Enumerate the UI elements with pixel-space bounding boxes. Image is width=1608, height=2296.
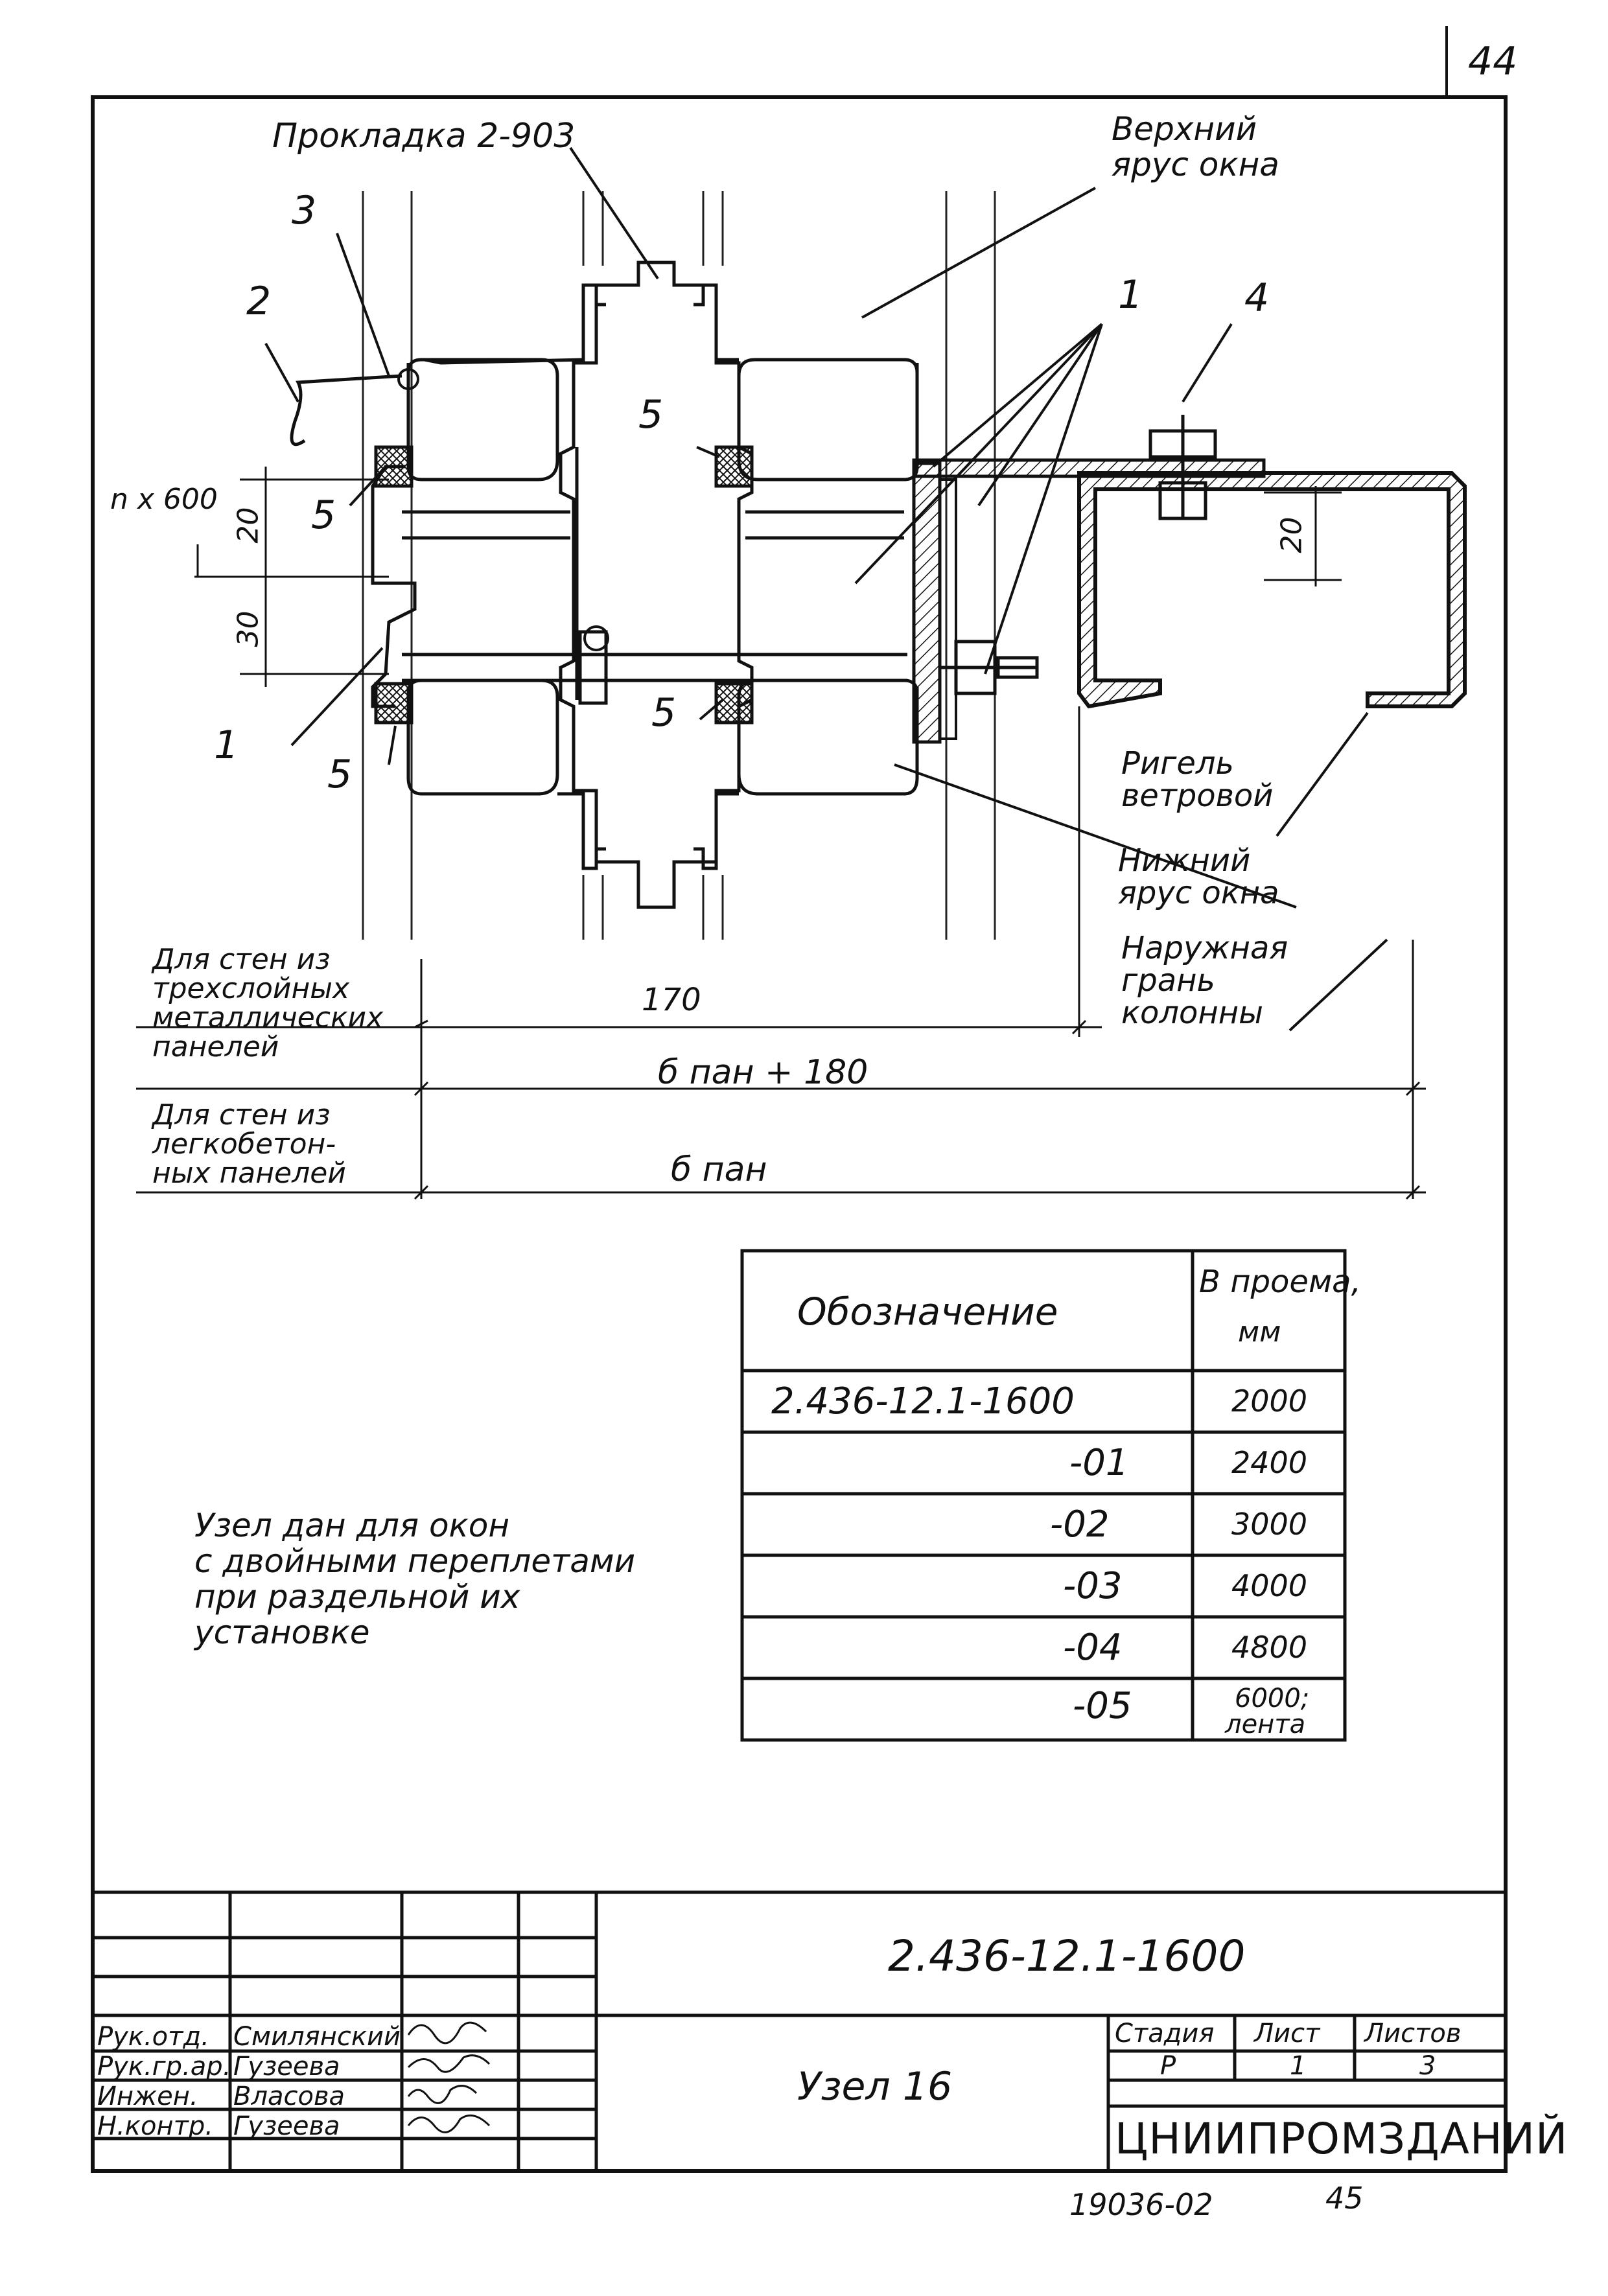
- hatched-plate: [912, 461, 942, 744]
- role-4: Н.контр.: [97, 2111, 213, 2141]
- sheets-header: Листов: [1364, 2019, 1462, 2048]
- walls-concrete-2: легкобетон-: [152, 1128, 336, 1161]
- dim-concrete: б пан: [671, 1150, 767, 1189]
- walls-concrete-1: Для стен из: [152, 1098, 331, 1131]
- spec-row-4-opening: 4000: [1231, 1568, 1308, 1603]
- title-block-grid: [93, 1890, 1506, 2171]
- left-outer-profile: [371, 465, 417, 708]
- sheet-number: 44: [1468, 39, 1518, 84]
- label-column-face-3: колонны: [1121, 995, 1264, 1031]
- note-line-2: с двойными переплетами: [194, 1542, 636, 1580]
- label-column-face-1: Наружная: [1121, 930, 1288, 966]
- sheet-value: 1: [1290, 2051, 1307, 2081]
- bottom-num: 45: [1325, 2181, 1364, 2216]
- name-1: Смилянский: [233, 2022, 401, 2052]
- callout-5-center-top: 5: [638, 392, 664, 437]
- callout-4: 4: [1244, 275, 1270, 321]
- spec-header-opening-2: мм: [1238, 1316, 1281, 1349]
- gasket-upper-right: [714, 445, 754, 488]
- note-line-3: при раздельной их: [194, 1578, 520, 1616]
- spec-row-3-designation: -02: [1050, 1503, 1110, 1546]
- callout-5-left-bottom: 5: [327, 752, 353, 797]
- washer: [583, 625, 609, 651]
- dim-metal: б пан + 180: [658, 1053, 868, 1092]
- spec-row-6-designation: -05: [1073, 1685, 1132, 1727]
- spec-row-2-designation: -01: [1069, 1442, 1129, 1484]
- sheets-value: 3: [1419, 2051, 1436, 2081]
- stage-header: Стадия: [1115, 2019, 1215, 2048]
- column-lines: [362, 191, 996, 940]
- name-3: Власова: [233, 2081, 345, 2111]
- callout-1-top: 1: [1118, 272, 1143, 318]
- dim-30: 30: [231, 610, 265, 647]
- role-3: Инжен.: [97, 2081, 198, 2111]
- label-gasket: Прокладка 2-903: [272, 117, 576, 156]
- spec-row-1-designation: 2.436-12.1-1600: [771, 1380, 1075, 1422]
- name-4: Гузеева: [233, 2111, 340, 2141]
- label-upper-tier-2: ярус окна: [1112, 146, 1279, 183]
- doc-code: 2.436-12.1-1600: [888, 1931, 1246, 1981]
- note-line-1: Узел дан для окон: [194, 1507, 510, 1544]
- gasket-lower-right: [714, 682, 754, 725]
- note-line-4: установке: [194, 1614, 370, 1651]
- bracket-vertical: [938, 478, 957, 740]
- bolt-head-left: [578, 630, 608, 705]
- stage-value: Р: [1160, 2051, 1176, 2081]
- spec-row-2-opening: 2400: [1231, 1445, 1308, 1480]
- label-lower-tier-2: ярус окна: [1118, 875, 1279, 911]
- spec-row-5-opening: 4800: [1231, 1630, 1308, 1665]
- spec-row-1-opening: 2000: [1231, 1384, 1308, 1419]
- signatures: [407, 2021, 491, 2133]
- role-1: Рук.отд.: [97, 2022, 209, 2052]
- label-column-face-2: грань: [1121, 962, 1215, 999]
- label-wind-girder-1: Ригель: [1121, 745, 1234, 782]
- callout-2: 2: [246, 279, 272, 324]
- callout-3: 3: [292, 188, 317, 233]
- walls-metal-2: трехслойных: [152, 972, 350, 1005]
- spec-header-designation: Обозначение: [797, 1290, 1058, 1334]
- sheet-header: Лист: [1254, 2019, 1320, 2048]
- walls-metal-4: панелей: [152, 1030, 279, 1063]
- spec-row-6-opening-1: 6000;: [1235, 1684, 1310, 1713]
- bolts: [402, 510, 907, 682]
- callout-1-left: 1: [214, 723, 239, 768]
- bottom-code: 19036-02: [1069, 2187, 1213, 2222]
- window-frame-lower-left: [406, 678, 606, 870]
- walls-metal-1: Для стен из: [152, 943, 331, 976]
- leader-lines: [264, 146, 1388, 1032]
- spec-row-3-opening: 3000: [1231, 1507, 1308, 1542]
- spec-row-4-designation: -03: [1063, 1565, 1123, 1607]
- dim-20-right: 20: [1275, 516, 1309, 553]
- callout-5-center-bottom: 5: [651, 690, 677, 736]
- dim-170: 170: [642, 982, 701, 1018]
- walls-concrete-3: ных панелей: [152, 1157, 346, 1190]
- label-lower-tier-1: Нижний: [1118, 842, 1251, 879]
- name-2: Гузеева: [233, 2052, 340, 2081]
- dim-20-left: 20: [231, 507, 265, 544]
- organization: ЦНИИПРОМЗДАНИЙ: [1115, 2114, 1568, 2164]
- walls-metal-3: металлических: [152, 1001, 384, 1034]
- sheet-frame: [91, 95, 1508, 2173]
- label-step: n x 600: [110, 483, 218, 516]
- callout-5-left-top: 5: [311, 493, 336, 538]
- spec-row-6-opening-2: лента: [1225, 1710, 1306, 1739]
- gasket-lower-left: [374, 682, 414, 725]
- label-wind-girder-2: ветровой: [1121, 778, 1274, 814]
- role-2: Рук.гр.ар.: [97, 2052, 231, 2081]
- wind-girder-channel: [1077, 471, 1467, 709]
- top-bolt: [1148, 415, 1217, 520]
- spec-table-grid: [740, 1249, 1347, 1742]
- spec-row-5-designation: -04: [1063, 1627, 1123, 1669]
- seal-hook: [290, 374, 402, 446]
- label-upper-tier-1: Верхний: [1112, 110, 1257, 148]
- dimension-lines: [136, 467, 1426, 1200]
- node-title: Узел 16: [797, 2064, 953, 2109]
- spec-header-opening-1: В проема,: [1199, 1264, 1361, 1300]
